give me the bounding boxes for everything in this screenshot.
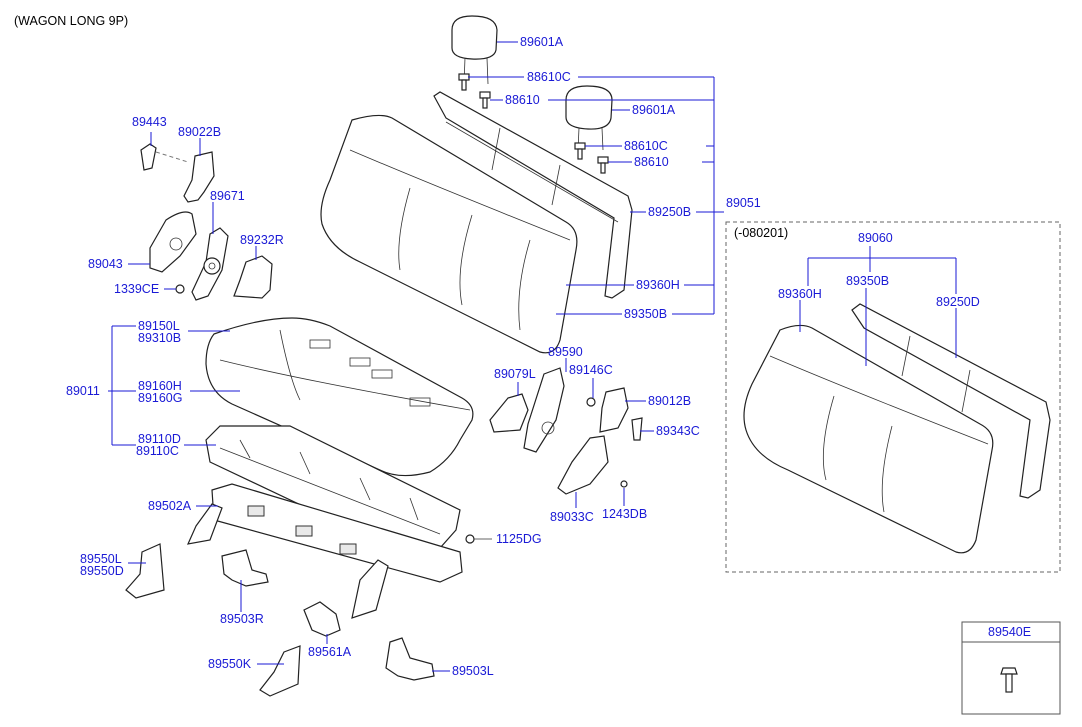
label-89051: 89051 — [726, 196, 761, 210]
label-1125DG: 1125DG — [496, 532, 542, 546]
bracket-89232R — [233, 255, 273, 299]
label-89150L: 89150L — [138, 319, 180, 333]
seat-back-frame — [433, 91, 633, 299]
label-89022B: 89022B — [178, 125, 221, 139]
bolt-89146C — [586, 397, 596, 407]
inset-frame — [725, 221, 1061, 573]
recliner-89590 — [523, 367, 565, 453]
bracket-89671 — [191, 227, 229, 301]
label-89590: 89590 — [548, 345, 583, 359]
label-89250B: 89250B — [648, 205, 691, 219]
label-1243DB: 1243DB — [602, 507, 647, 521]
label-89540E: 89540E — [988, 625, 1031, 639]
cover-89022B — [183, 151, 215, 203]
label-89350B-inset: 89350B — [846, 274, 889, 288]
label-89033C: 89033C — [550, 510, 594, 524]
label-89360H-inset: 89360H — [778, 287, 822, 301]
label-89079L: 89079L — [494, 367, 536, 381]
label-89160H: 89160H — [138, 379, 182, 393]
cover-89550K — [259, 645, 301, 697]
cover-89033C — [557, 435, 609, 495]
label-89671: 89671 — [210, 189, 245, 203]
cover-89012B — [599, 387, 629, 433]
label-89350B: 89350B — [624, 307, 667, 321]
headrest-right — [565, 85, 613, 151]
screw-89540E — [1000, 667, 1018, 693]
bracket-89079L — [489, 393, 529, 433]
inset-title: (-080201) — [734, 226, 788, 240]
label-88610C-1: 88610C — [527, 70, 571, 84]
seat-back-cushion — [320, 114, 578, 354]
label-89232R: 89232R — [240, 233, 284, 247]
clip-89343C — [631, 417, 643, 441]
recliner-89043 — [149, 211, 197, 273]
headrest-guides — [458, 73, 609, 174]
label-89043: 89043 — [88, 257, 123, 271]
label-89550L: 89550L — [80, 552, 122, 566]
label-89550D: 89550D — [80, 564, 124, 578]
label-89250D: 89250D — [936, 295, 980, 309]
label-89561A: 89561A — [308, 645, 352, 659]
label-88610C-2: 88610C — [624, 139, 668, 153]
variant-title: (WAGON LONG 9P) — [14, 14, 128, 28]
label-89011: 89011 — [66, 384, 100, 398]
label-89160G: 89160G — [138, 391, 182, 405]
cover-89561A — [303, 601, 341, 637]
label-89503L: 89503L — [452, 664, 494, 678]
seat-cushion-frame — [205, 425, 461, 553]
label-88610-2: 88610 — [634, 155, 669, 169]
bolt-1243DB — [620, 480, 628, 488]
part-box-89540E — [961, 621, 1061, 715]
label-89601A-2: 89601A — [632, 103, 676, 117]
label-89343C: 89343C — [656, 424, 700, 438]
seat-riser-89502A — [186, 483, 463, 619]
label-89550K: 89550K — [208, 657, 252, 671]
label-89601A-1: 89601A — [520, 35, 564, 49]
label-89443: 89443 — [132, 115, 167, 129]
cover-89503R — [221, 549, 269, 587]
label-89110D: 89110D — [138, 432, 181, 446]
part-labels: 89601A 88610C 88610 89601A 88610C 88610 … — [66, 35, 1031, 678]
bolt-1125DG — [465, 534, 492, 544]
label-89012B: 89012B — [648, 394, 691, 408]
cover-89443 — [140, 143, 189, 171]
label-1339CE: 1339CE — [114, 282, 159, 296]
leader-lines — [108, 41, 957, 672]
inset-seat-back-frame — [851, 303, 1051, 499]
cover-89503L — [385, 637, 435, 681]
headrest-left — [451, 15, 498, 85]
inset-seat-back-cushion — [743, 324, 994, 554]
bolt-1339CE — [175, 284, 185, 294]
label-89060: 89060 — [858, 231, 893, 245]
label-89502A: 89502A — [148, 499, 192, 513]
label-88610-1: 88610 — [505, 93, 540, 107]
label-89146C: 89146C — [569, 363, 613, 377]
label-89503R: 89503R — [220, 612, 264, 626]
label-89360H: 89360H — [636, 278, 680, 292]
label-89310B: 89310B — [138, 331, 181, 345]
cover-89550L — [125, 543, 165, 599]
seat-cushion — [205, 317, 474, 477]
label-89110C: 89110C — [136, 444, 179, 458]
